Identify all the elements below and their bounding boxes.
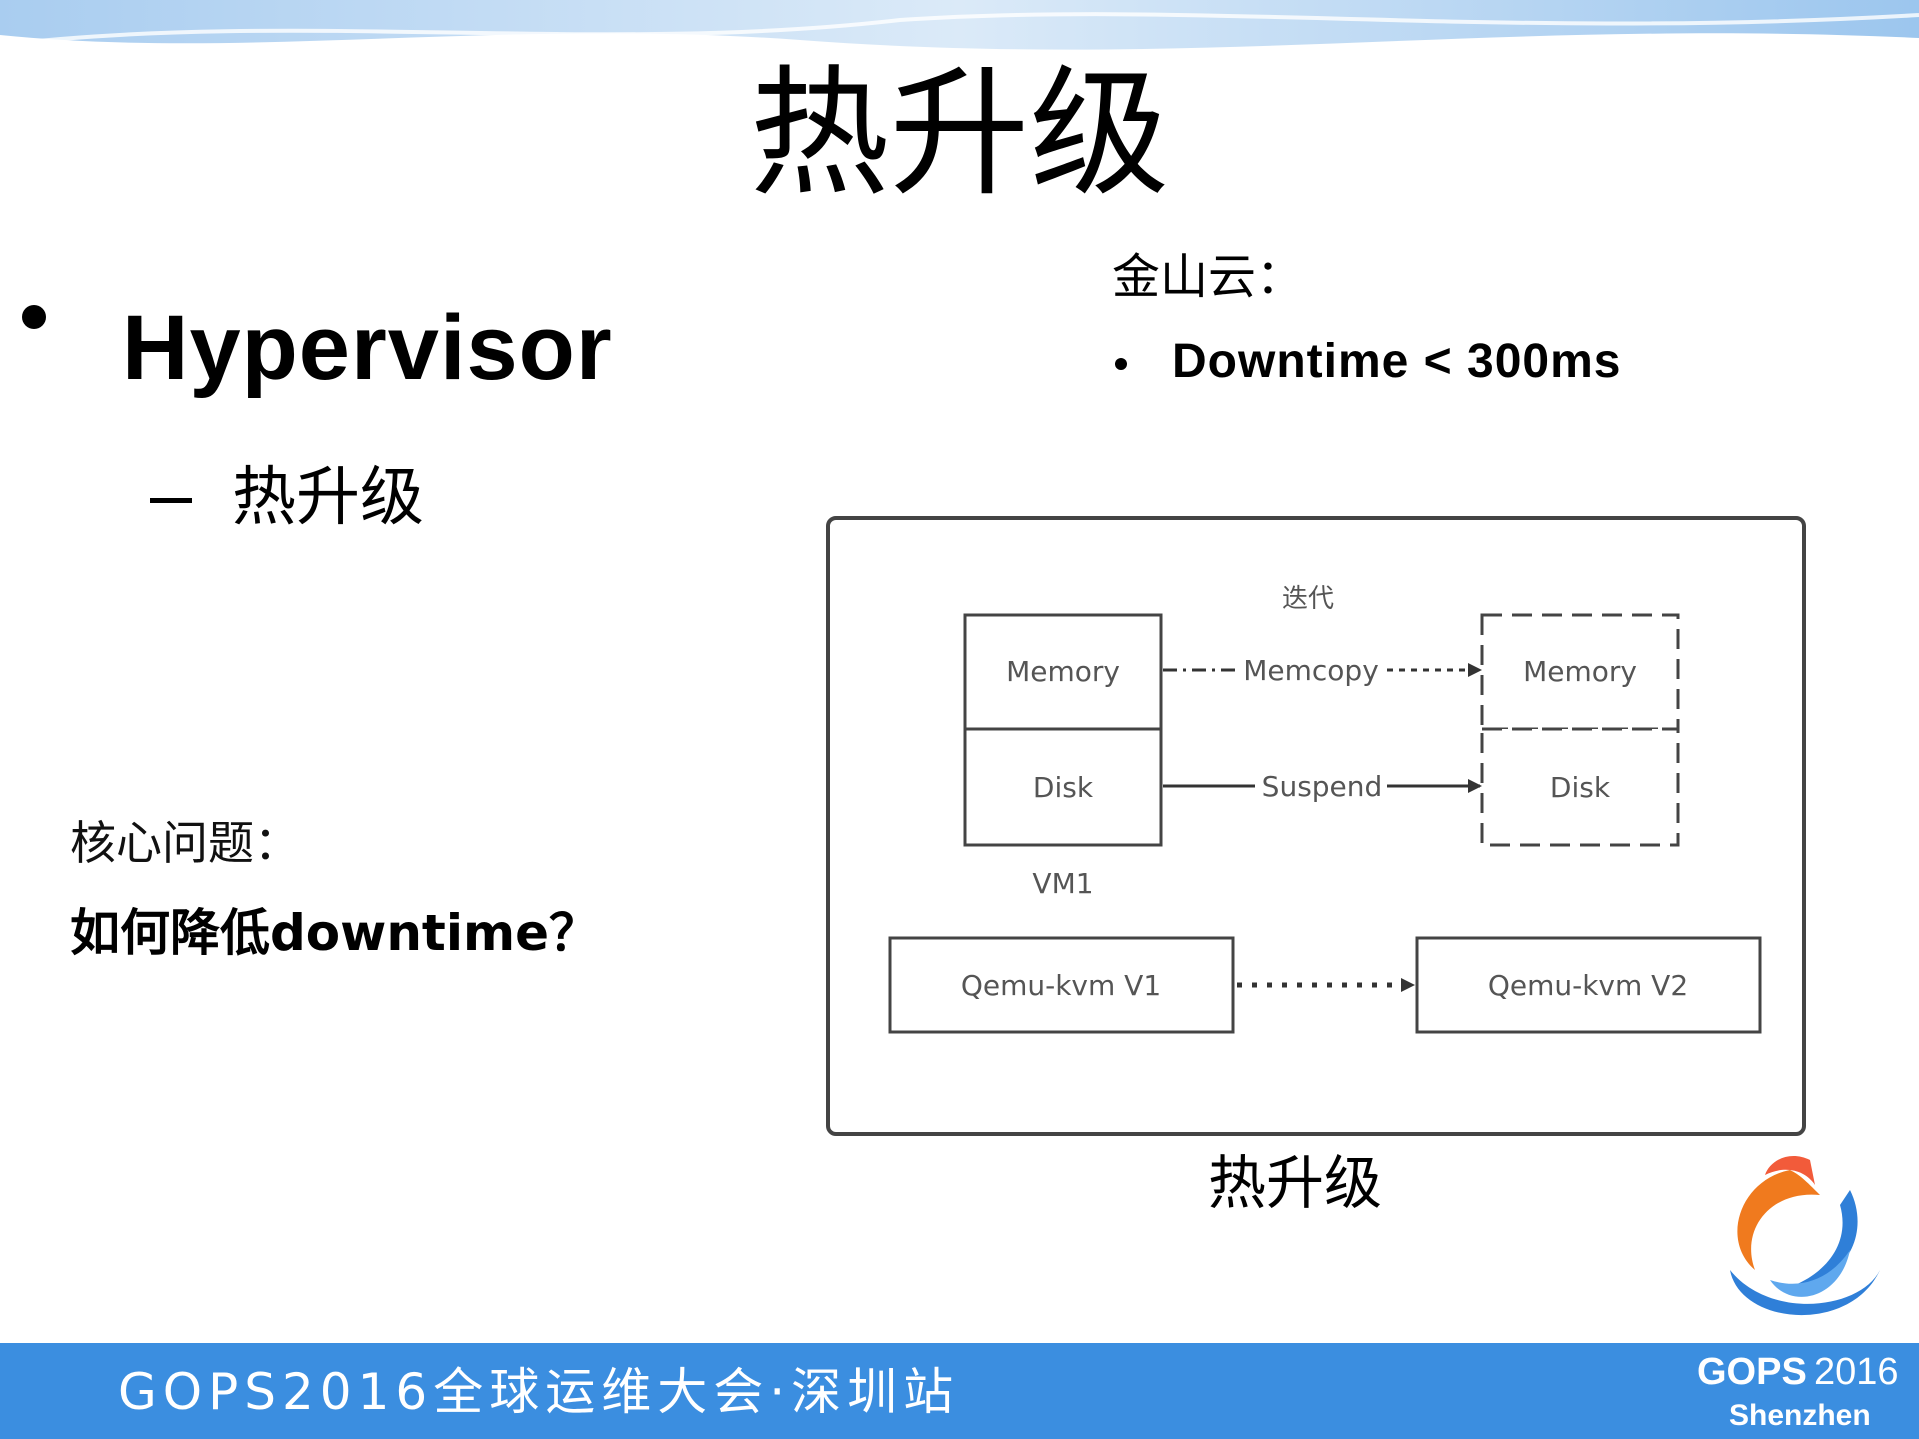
vm2-memory-box	[1480, 613, 1680, 731]
vm1-label: VM1	[1032, 867, 1093, 900]
footer-event-name: GOPS2016全球运维大会·深圳站	[118, 1363, 960, 1421]
vm2-disk-label: Disk	[1550, 771, 1611, 804]
sub-bullet-dash	[150, 498, 192, 503]
footer-bar	[0, 1343, 1919, 1439]
vm1-memory-label: Memory	[1006, 655, 1120, 688]
core-question-label: 核心问题：	[70, 816, 300, 870]
vm1-memory-box	[963, 613, 1163, 731]
memcopy-label: Memcopy	[1243, 654, 1379, 687]
diagram-caption: 热升级	[1207, 1149, 1382, 1217]
suspend-label: Suspend	[1262, 770, 1383, 803]
sub-bullet-text: 热升级	[232, 461, 424, 535]
vm2-disk-box	[1480, 727, 1680, 847]
qemu-v2-label: Qemu-kvm V2	[1488, 969, 1688, 1002]
gops-logo-icon	[1730, 1155, 1880, 1316]
vm1-disk-label: Disk	[1033, 771, 1094, 804]
bullet-dot	[22, 305, 46, 329]
hot-upgrade-diagram: 迭代 Memory Disk VM1 Memory Disk Memcopy S…	[826, 516, 1806, 1136]
core-question-text: 如何降低downtime？	[70, 904, 599, 962]
iterate-label: 迭代	[1282, 584, 1334, 614]
slide-title: 热升级	[749, 53, 1170, 216]
vm2-memory-label: Memory	[1523, 655, 1637, 688]
qemu-v2-box	[1415, 936, 1762, 1034]
vm1-disk-box	[963, 727, 1163, 847]
footer-year: 2016	[1814, 1351, 1899, 1393]
footer-brand: GOPS	[1697, 1351, 1807, 1393]
kingsoft-bullet-text: Downtime < 300ms	[1172, 335, 1622, 388]
header-wave-decoration	[0, 0, 1919, 50]
qemu-v1-label: Qemu-kvm V1	[961, 969, 1161, 1002]
footer-city: Shenzhen	[1729, 1399, 1871, 1432]
kingsoft-bullet-dot	[1115, 358, 1127, 370]
kingsoft-label: 金山云：	[1112, 249, 1305, 305]
qemu-v1-box	[888, 936, 1235, 1034]
main-bullet-text: Hypervisor	[122, 297, 613, 399]
